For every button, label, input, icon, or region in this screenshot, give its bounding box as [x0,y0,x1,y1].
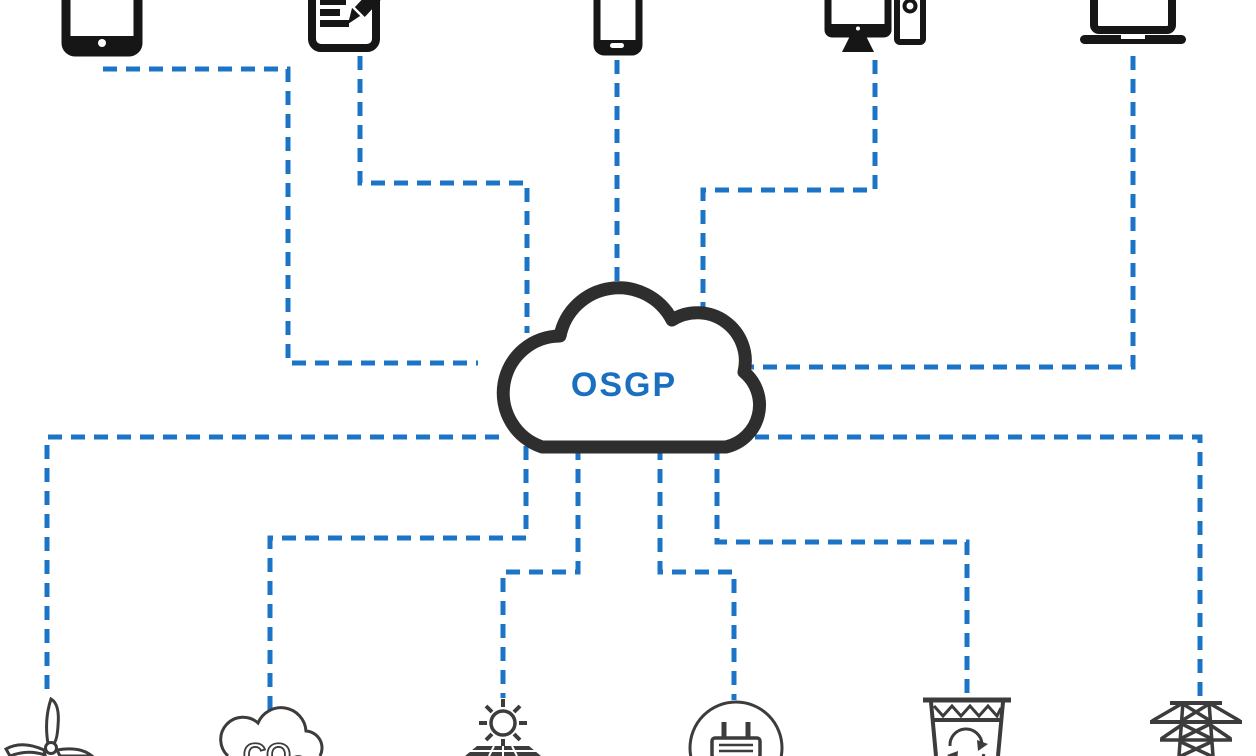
connection-osgp-cloud-recycling-bin [714,446,970,696]
connection-desktop-computer-osgp-cloud [700,60,878,316]
wind-turbine-icon [3,696,95,756]
connection-osgp-cloud-co2-emissions [267,446,529,713]
solar-panel-icon [465,699,541,756]
co2-label: CO₂ [243,737,305,756]
cloud-icon [496,281,766,454]
connection-osgp-cloud-wind-turbine [44,434,499,697]
connection-osgp-cloud-transmission-tower [755,434,1203,700]
notepad-icon [308,0,381,52]
sun-icon [489,709,517,737]
connection-laptop-osgp-cloud [750,56,1136,370]
cloud-title: OSGP [571,366,677,404]
tower-case [894,0,926,45]
connection-osgp-cloud-power-plug [657,446,737,700]
co2-cloud-icon: CO₂ [219,706,324,756]
smartphone-icon [593,0,643,56]
osgp-cloud: OSGP [496,281,766,454]
power-plug-icon [688,700,784,756]
connection-osgp-cloud-solar-panel [500,446,581,698]
recycling-bin-icon [923,697,1011,756]
laptop-icon [1080,0,1186,44]
connector-lines [44,56,1203,713]
transmission-tower-icon [1150,701,1242,756]
monitor-stand [842,36,874,52]
tablet-icon [61,0,143,57]
connection-tablet-osgp-cloud [103,66,478,366]
desktop-computer-icon [824,0,926,52]
laptop-screen [1090,0,1176,34]
pen-icon [348,0,381,24]
laptop-base [1080,35,1186,44]
connection-notepad-osgp-cloud [357,56,530,333]
recycle-arrow [948,727,984,747]
